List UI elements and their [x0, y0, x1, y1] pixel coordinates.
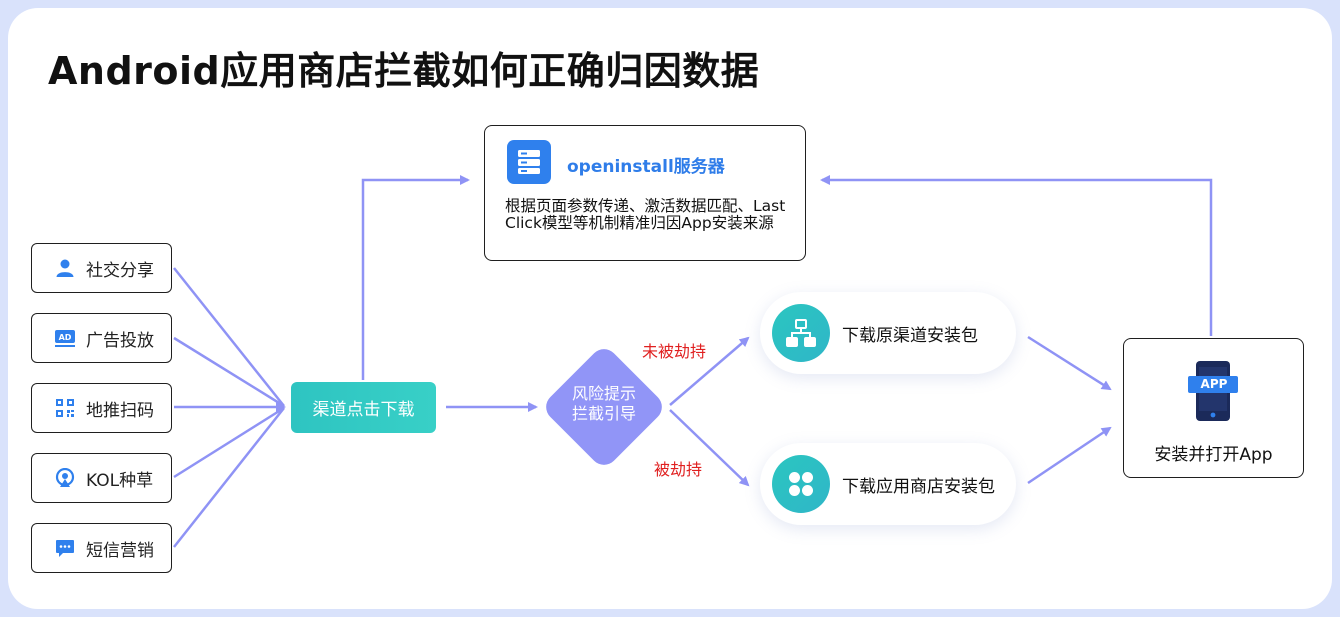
arrow-source-5 [173, 407, 285, 548]
arrow-app-to-server [820, 175, 1213, 336]
diagram-card [8, 8, 1332, 609]
arrow-source-1 [173, 267, 285, 407]
download-store-label: 下载应用商店安装包 [842, 476, 995, 497]
user-icon [54, 257, 76, 279]
source-label: 广告投放 [86, 330, 154, 351]
sitemap-icon [772, 304, 830, 362]
source-social-share: 社交分享 [31, 243, 172, 293]
download-original-label: 下载原渠道安装包 [842, 325, 978, 346]
download-store-package: 下载应用商店安装包 [760, 443, 1016, 525]
arrow-risk-to-store [669, 409, 750, 487]
source-sms: 短信营销 [31, 523, 172, 573]
arrow-risk-to-original [669, 336, 750, 406]
app-badge: APP [1200, 377, 1228, 391]
source-label: 地推扫码 [86, 400, 154, 421]
arrow-channel-to-server [361, 175, 470, 380]
phone-app-icon [1188, 361, 1238, 421]
download-original-package: 下载原渠道安装包 [760, 292, 1016, 374]
source-qr-scan: 地推扫码 [31, 383, 172, 433]
label-not-hijacked: 未被劫持 [642, 342, 707, 361]
page-title: Android应用商店拦截如何正确归因数据 [48, 49, 760, 93]
source-label: KOL种草 [86, 470, 154, 491]
label-hijacked: 被劫持 [654, 460, 703, 479]
source-label: 短信营销 [86, 540, 154, 561]
openinstall-server: openinstall服务器 根据页面参数传递、激活数据匹配、Last Clic… [484, 125, 806, 261]
source-ad: AD 广告投放 [31, 313, 172, 363]
source-kol: KOL种草 [31, 453, 172, 503]
install-open-app: APP 安装并打开App [1123, 338, 1304, 478]
ad-icon: AD [54, 327, 76, 349]
source-label: 社交分享 [86, 260, 154, 281]
risk-node-text: 风险提示 拦截引导 [549, 384, 659, 424]
risk-line-2: 拦截引导 [571, 404, 636, 423]
server-description: 根据页面参数传递、激活数据匹配、Last Click模型等机制精准归因App安装… [505, 197, 786, 232]
clover-icon [772, 455, 830, 513]
qr-code-icon [54, 397, 76, 419]
arrow-original-to-app [1027, 335, 1112, 391]
server-name: openinstall服务器 [567, 157, 725, 177]
app-label: 安装并打开App [1154, 445, 1273, 465]
arrow-store-to-app [1027, 426, 1112, 485]
risk-line-1: 风险提示 [571, 384, 636, 403]
arrow-source-4 [173, 406, 285, 479]
server-icon [507, 140, 551, 184]
svg-text:AD: AD [59, 333, 72, 342]
location-pin-icon [54, 467, 76, 489]
chat-bubble-icon [54, 537, 76, 559]
channel-click-download: 渠道点击下载 [291, 382, 436, 433]
arrow-source-2 [173, 336, 285, 408]
